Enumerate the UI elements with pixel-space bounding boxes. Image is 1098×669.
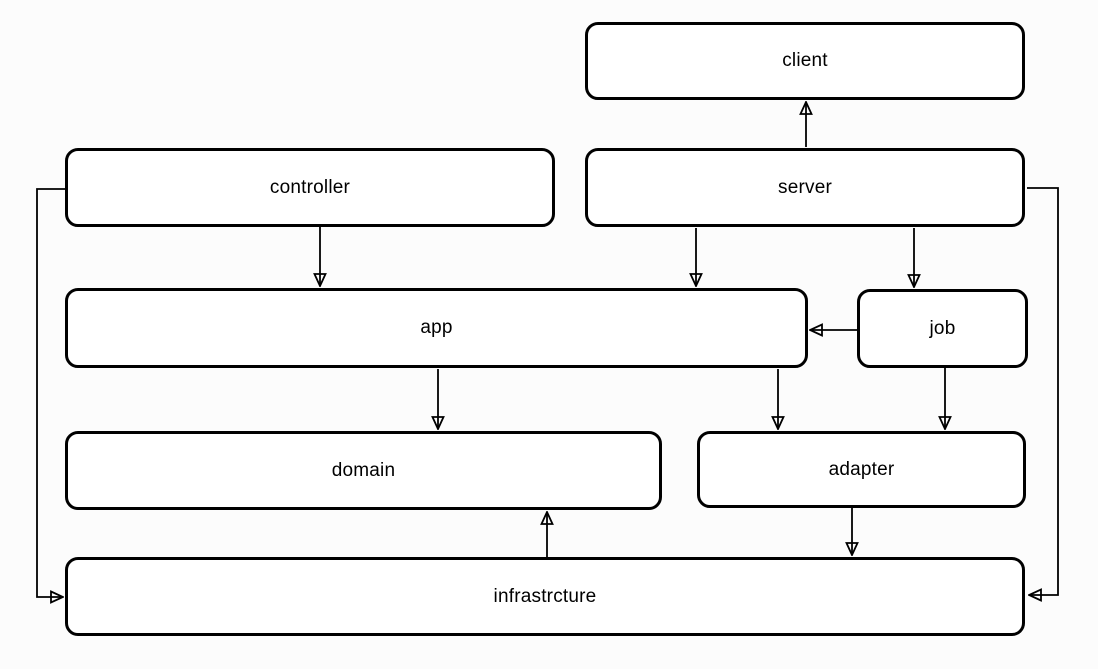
node-server-label: server	[778, 176, 832, 198]
node-job: job	[857, 289, 1028, 368]
node-infrastrcture-label: infrastrcture	[493, 585, 597, 607]
node-controller-label: controller	[269, 176, 351, 198]
node-infrastrcture: infrastrcture	[65, 557, 1025, 636]
node-domain: domain	[65, 431, 662, 510]
node-client-label: client	[782, 50, 828, 71]
node-domain-label: domain	[331, 459, 396, 481]
node-adapter: adapter	[697, 431, 1026, 508]
node-client: client	[585, 22, 1025, 100]
node-server: server	[585, 148, 1025, 227]
node-controller: controller	[65, 148, 555, 227]
node-adapter-label: adapter	[828, 458, 895, 480]
node-job-label: job	[929, 317, 956, 339]
edge-server-infrastrcture	[1027, 187, 1059, 595]
node-app: app	[65, 288, 808, 368]
edge-controller-infrastrcture	[36, 188, 65, 597]
node-app-label: app	[420, 317, 453, 338]
